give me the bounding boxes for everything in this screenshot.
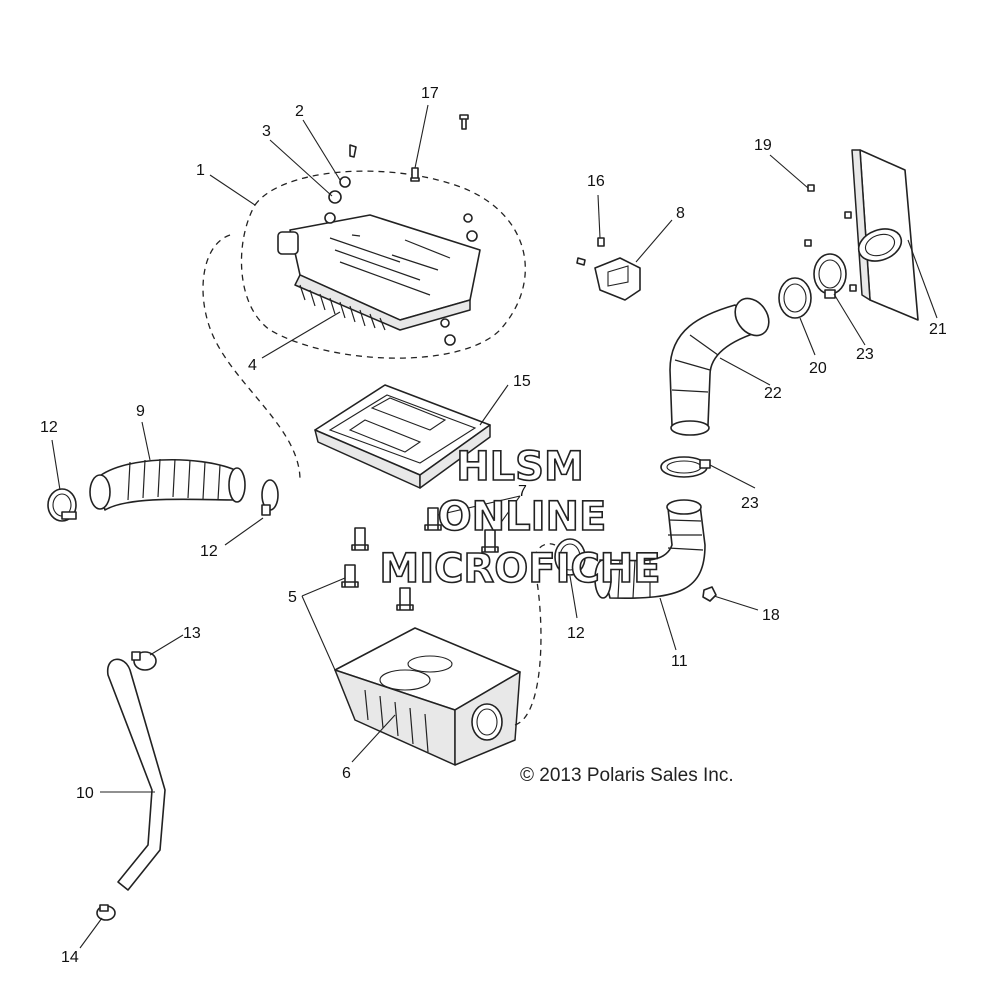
hose-route-right: [514, 543, 556, 726]
clip-7b: [481, 529, 499, 553]
leader-lines: [51, 104, 938, 949]
bracket-8: [594, 257, 641, 301]
callout-14: 14: [61, 949, 79, 966]
grommet-3: [328, 190, 342, 204]
callout-23-lower: 23: [741, 495, 759, 512]
grommet: [444, 334, 456, 346]
callout-21: 21: [929, 321, 947, 338]
callout-5: 5: [288, 589, 297, 606]
grommet: [440, 318, 450, 328]
air-filter: [314, 384, 491, 489]
screw-17b: [459, 114, 469, 130]
airbox-cover: [277, 214, 481, 331]
clamp-12-left: [47, 488, 77, 522]
clip-18: [702, 586, 717, 602]
clip-5b: [341, 564, 359, 588]
intake-housing: [851, 149, 919, 321]
callout-18: 18: [762, 607, 780, 624]
callout-labels: 1 2 3 4 5 6 7 8 9 10 11 12 12 12 13 14 1…: [40, 85, 947, 966]
watermark-line2: ONLINE: [438, 494, 607, 540]
drain-hose: [107, 658, 166, 891]
callout-12-mid: 12: [200, 543, 218, 560]
screw: [576, 257, 586, 266]
screw-17: [410, 167, 420, 182]
clamp-13: [131, 651, 157, 671]
clip-5c: [396, 587, 414, 611]
nut-2: [339, 176, 351, 188]
callout-23-upper: 23: [856, 346, 874, 363]
grommet: [466, 230, 478, 242]
callout-6: 6: [342, 765, 351, 782]
clamp-12-right: [554, 538, 586, 576]
callout-10: 10: [76, 785, 94, 802]
callout-4: 4: [248, 357, 257, 374]
watermark-line1: HLSM: [456, 444, 584, 490]
callout-11: 11: [671, 653, 688, 670]
clamp-14: [96, 904, 116, 921]
callout-16: 16: [587, 173, 605, 190]
airbox-base: [334, 627, 521, 766]
callout-19: 19: [754, 137, 772, 154]
intake-boot: [89, 458, 246, 511]
clamp-12-mid: [261, 479, 279, 516]
intake-duct: [594, 499, 706, 600]
callout-8: 8: [676, 205, 685, 222]
grommet: [463, 213, 473, 223]
copyright-text: © 2013 Polaris Sales Inc.: [520, 765, 734, 786]
callout-2: 2: [295, 103, 304, 120]
screw: [844, 211, 852, 219]
callout-13: 13: [183, 625, 201, 642]
callout-12-right: 12: [567, 625, 585, 642]
callout-1: 1: [196, 162, 205, 179]
screw: [849, 284, 857, 292]
callout-20: 20: [809, 360, 827, 377]
watermark: HLSM ONLINE MICROFICHE: [379, 443, 662, 593]
screw: [349, 144, 357, 158]
clamp-23-lower: [660, 456, 711, 478]
callout-17: 17: [421, 85, 439, 102]
callout-7: 7: [518, 483, 527, 500]
clip-5a: [351, 527, 369, 551]
clamp-20: [778, 277, 812, 319]
screw-19: [807, 184, 815, 192]
callout-9: 9: [136, 403, 145, 420]
callout-22: 22: [764, 385, 782, 402]
screw: [804, 239, 812, 247]
clamp-23-upper: [813, 253, 847, 299]
callout-15: 15: [513, 373, 531, 390]
duct-elbow: [669, 297, 770, 436]
callout-3: 3: [262, 123, 271, 140]
clip-7a: [424, 507, 442, 531]
watermark-line3: MICROFICHE: [379, 546, 660, 592]
screw-16: [597, 237, 605, 247]
callout-12-left: 12: [40, 419, 58, 436]
cover-assembly-outline: [240, 170, 526, 359]
grommet: [324, 212, 336, 224]
